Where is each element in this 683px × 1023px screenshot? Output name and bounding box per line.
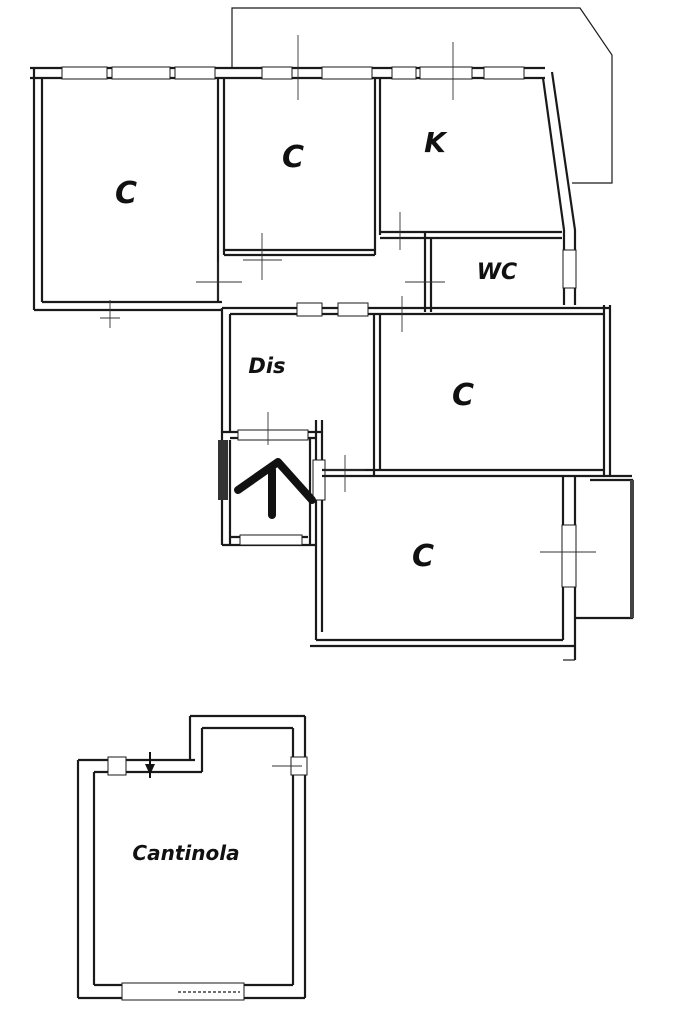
- room-label-bedroom-2: C: [282, 140, 304, 175]
- room-label-kitchen: K: [424, 126, 448, 159]
- partition-walls-top: [196, 35, 562, 312]
- apartment-plan: C C K WC Dis C C: [30, 7, 634, 661]
- stair-arrow-icon: [234, 458, 316, 519]
- cellar-plan: Cantinola: [76, 714, 308, 1001]
- kitchen-angled-wall: [541, 71, 577, 305]
- bedroom-3-walls: [322, 314, 632, 492]
- room-label-bedroom-4: C: [412, 539, 434, 574]
- room-label-bedroom-1: C: [115, 176, 137, 211]
- entrance-arrow-icon: [145, 764, 155, 775]
- hallway-walls: [218, 308, 326, 640]
- top-windows: [61, 66, 525, 80]
- room-label-hallway: Dis: [248, 354, 285, 378]
- thick-wall-segment: [218, 440, 228, 500]
- terrace-outline: [231, 7, 613, 184]
- corridor-walls: [222, 296, 612, 476]
- bedroom-4-walls: [310, 476, 634, 661]
- left-exterior-wall: [32, 68, 222, 328]
- room-label-cellar: Cantinola: [132, 841, 239, 865]
- room-label-wc: WC: [477, 260, 517, 285]
- room-label-bedroom-3: C: [452, 378, 474, 413]
